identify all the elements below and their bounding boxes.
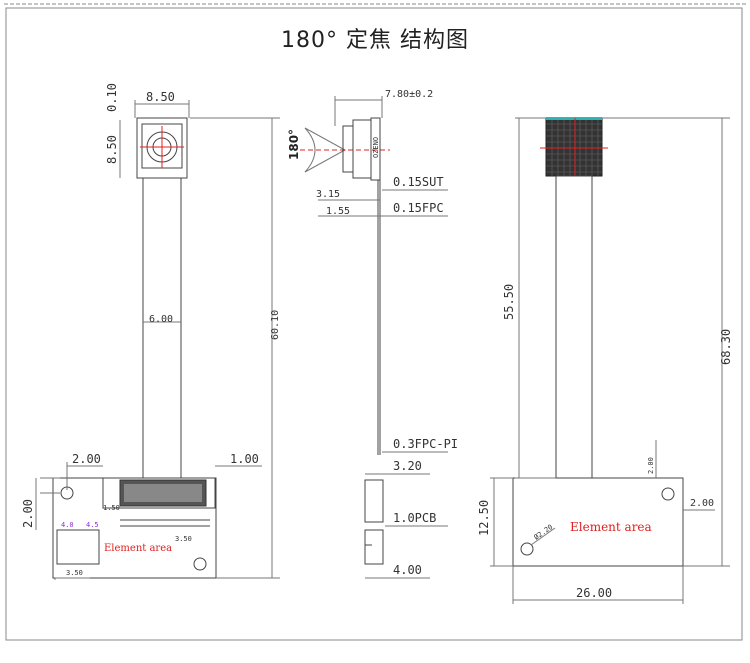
page-title: 180° 定焦 结构图 xyxy=(281,28,469,53)
side-dim-315: 3.15 xyxy=(316,189,340,200)
front-dim-fpc-width: 6.00 xyxy=(149,314,173,325)
back-sensor-grid xyxy=(546,118,602,176)
side-dim-320: 3.20 xyxy=(393,459,422,473)
front-pin-a: 4.0 xyxy=(61,521,74,529)
side-dim-fpc-pi: 0.3FPC-PI xyxy=(393,437,458,451)
front-dim-total-length: 60.10 xyxy=(270,310,281,340)
front-element-area: Element area xyxy=(104,543,172,554)
front-dim-lens-height: 8.50 xyxy=(105,135,119,164)
side-dim-sut: 0.15SUT xyxy=(393,175,444,189)
side-board xyxy=(364,479,384,523)
back-hole-right xyxy=(661,487,675,501)
back-fpc xyxy=(555,175,593,479)
back-dim-board-w-label: 26.00 xyxy=(576,586,612,600)
side-lens-front xyxy=(342,125,354,173)
front-dim-top-gap: 0.10 xyxy=(105,83,119,112)
front-pin-row xyxy=(120,519,210,527)
back-dim-hole-a: 2.00 xyxy=(647,457,655,474)
side-connector xyxy=(364,529,384,565)
back-dim-hole-b: 2.00 xyxy=(690,498,714,509)
front-fpc xyxy=(142,177,182,479)
front-connector-area xyxy=(102,477,216,509)
front-dim-small-c: 3.50 xyxy=(66,569,83,577)
side-holder xyxy=(370,117,381,181)
back-element-area: Element area xyxy=(570,520,652,534)
back-dim-total-label: 68.30 xyxy=(719,329,733,365)
back-board xyxy=(512,477,684,567)
back-sensor-block xyxy=(545,117,603,177)
front-pad xyxy=(56,529,100,565)
front-dim-small-a: 1.50 xyxy=(103,504,120,512)
front-view xyxy=(35,100,280,580)
side-lens-barrel xyxy=(352,119,372,179)
back-dim-board-h-label: 12.50 xyxy=(477,500,491,536)
back-view xyxy=(490,117,730,604)
front-dim-hole-x: 2.00 xyxy=(72,452,101,466)
front-pin-b: 4.5 xyxy=(86,521,99,529)
side-dim-lens-len: 7.80±0.2 xyxy=(385,89,433,100)
front-dim-notch: 1.00 xyxy=(230,452,259,466)
front-connector-pattern xyxy=(124,484,202,502)
frame-border xyxy=(5,7,743,641)
side-dim-400: 4.00 xyxy=(393,563,422,577)
back-dim-fpc-len-label: 55.50 xyxy=(502,284,516,320)
side-lens-text: OZENO xyxy=(372,137,380,158)
side-dim-fpc: 0.15FPC xyxy=(393,201,444,215)
side-dim-155: 1.55 xyxy=(326,206,350,217)
side-angle-label: 180° xyxy=(287,129,301,160)
back-dim-hole-d: Ø2.20 xyxy=(533,523,555,542)
back-hole-left xyxy=(520,542,534,556)
front-dim-hole-y-label: 2.00 xyxy=(21,499,35,528)
front-dim-small-b: 3.50 xyxy=(175,535,192,543)
side-dim-pcb: 1.0PCB xyxy=(393,511,436,525)
front-dim-lens-width: 8.50 xyxy=(146,90,175,104)
front-hole-right xyxy=(193,557,207,571)
side-view xyxy=(300,96,448,579)
